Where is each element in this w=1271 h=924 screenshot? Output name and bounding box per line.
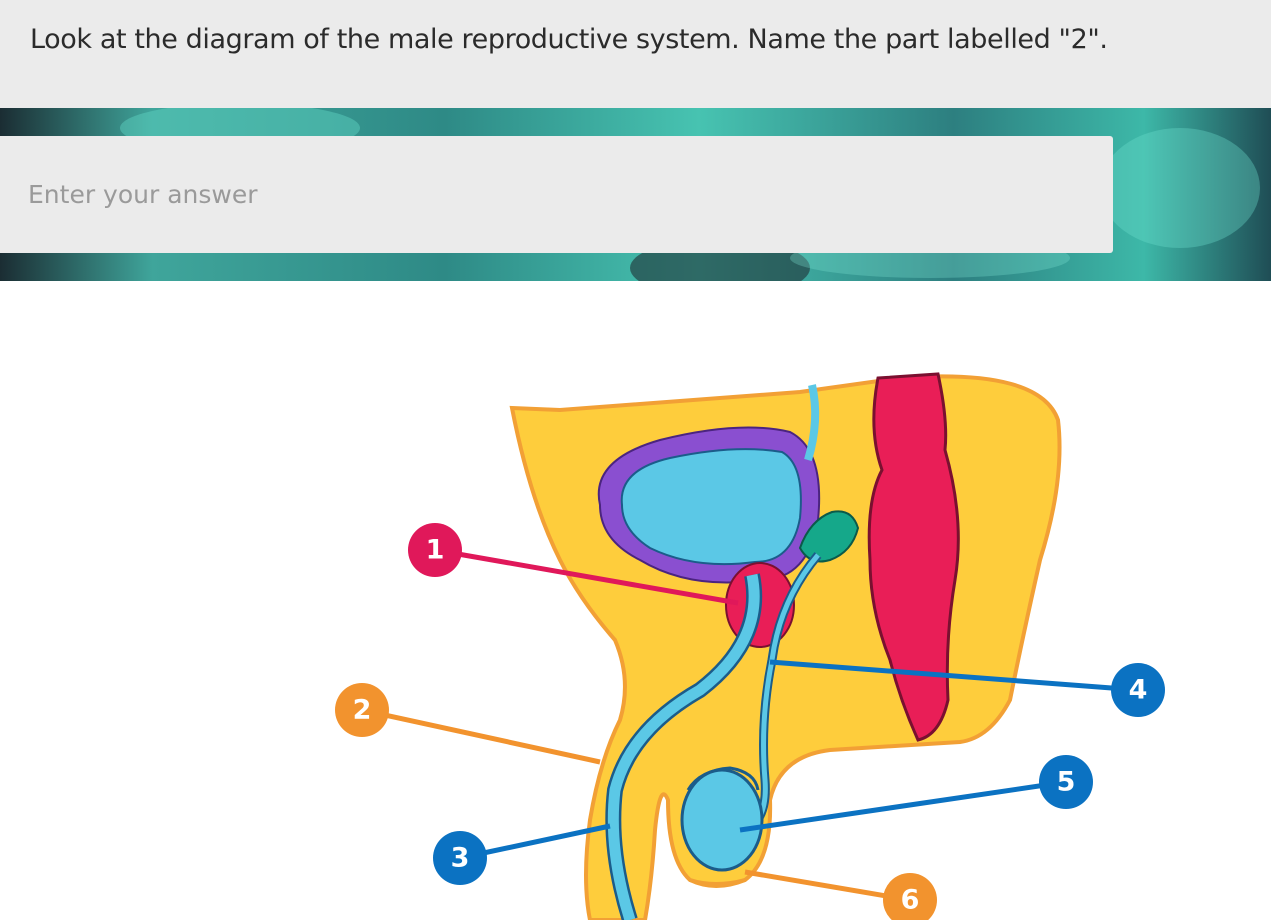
- label-marker-4: 4: [1111, 663, 1165, 717]
- leader-line-5: [739, 779, 1067, 833]
- label-number: 3: [451, 843, 470, 874]
- label-marker-2: 2: [335, 683, 389, 737]
- diagram-area: 1 2 3 4 5 6: [0, 281, 1271, 924]
- answer-input[interactable]: [0, 136, 1113, 253]
- male-reproductive-system-diagram: 1 2 3 4 5 6: [335, 372, 1165, 924]
- label-marker-3: 3: [433, 831, 487, 885]
- label-number: 4: [1129, 675, 1148, 706]
- label-marker-6: 6: [883, 873, 937, 924]
- testis: [680, 768, 764, 872]
- ureter: [804, 384, 820, 462]
- leader-line-1: [434, 547, 739, 606]
- bladder-interior: [620, 448, 802, 566]
- label-marker-1: 1: [408, 523, 462, 577]
- label-number: 5: [1057, 767, 1076, 798]
- leader-line-6: [744, 869, 911, 903]
- label-number: 6: [901, 885, 920, 916]
- seminal-vesicle: [798, 510, 860, 563]
- leader-line-4: [769, 659, 1139, 693]
- label-number: 1: [426, 535, 445, 566]
- leader-line-2: [361, 707, 601, 765]
- question-text: Look at the diagram of the male reproduc…: [30, 24, 1108, 55]
- rectum: [867, 372, 960, 742]
- question-header: Look at the diagram of the male reproduc…: [0, 0, 1271, 108]
- scrotum: [689, 878, 746, 888]
- label-marker-5: 5: [1039, 755, 1093, 809]
- label-number: 2: [353, 695, 372, 726]
